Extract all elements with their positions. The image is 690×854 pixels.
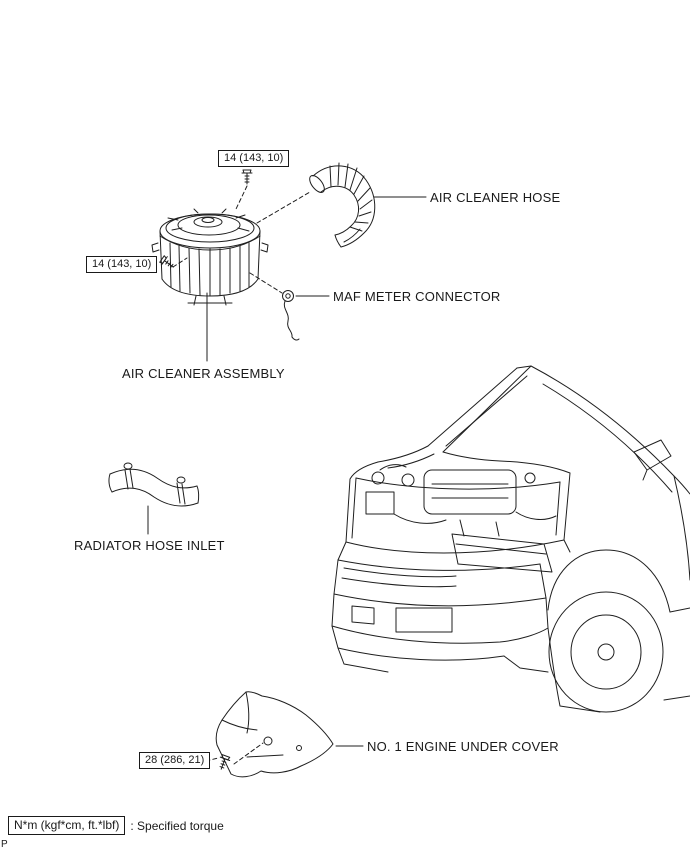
label-engine-under-cover: NO. 1 ENGINE UNDER COVER [367, 739, 559, 754]
label-maf-meter-connector: MAF METER CONNECTOR [333, 289, 501, 304]
torque-spec-under-cover: 28 (286, 21) [139, 752, 211, 769]
torque-legend: N*m (kgf*cm, ft.*lbf) : Specified torque [8, 816, 224, 835]
label-radiator-hose-inlet: RADIATOR HOSE INLET [74, 538, 225, 553]
torque-legend-note: : Specified torque [130, 818, 224, 833]
radiator-hose-inlet-drawing [108, 462, 200, 507]
dashed-leader-lines [172, 185, 311, 765]
maf-meter-connector-drawing [282, 290, 300, 341]
bolt-icons [158, 169, 253, 772]
page-marker: P [1, 839, 8, 850]
vehicle-front-drawing [331, 365, 690, 713]
torque-spec-air-cleaner-side: 14 (143, 10) [86, 256, 158, 273]
air-cleaner-hose-drawing [309, 162, 376, 248]
label-leader-lines [147, 196, 427, 747]
label-air-cleaner-assembly: AIR CLEANER ASSEMBLY [122, 366, 285, 381]
label-air-cleaner-hose: AIR CLEANER HOSE [430, 190, 561, 205]
air-cleaner-assembly-drawing [151, 208, 269, 306]
engine-under-cover-drawing [215, 691, 334, 778]
torque-spec-air-cleaner-top: 14 (143, 10) [218, 150, 290, 167]
torque-unit-box: N*m (kgf*cm, ft.*lbf) [8, 816, 126, 835]
